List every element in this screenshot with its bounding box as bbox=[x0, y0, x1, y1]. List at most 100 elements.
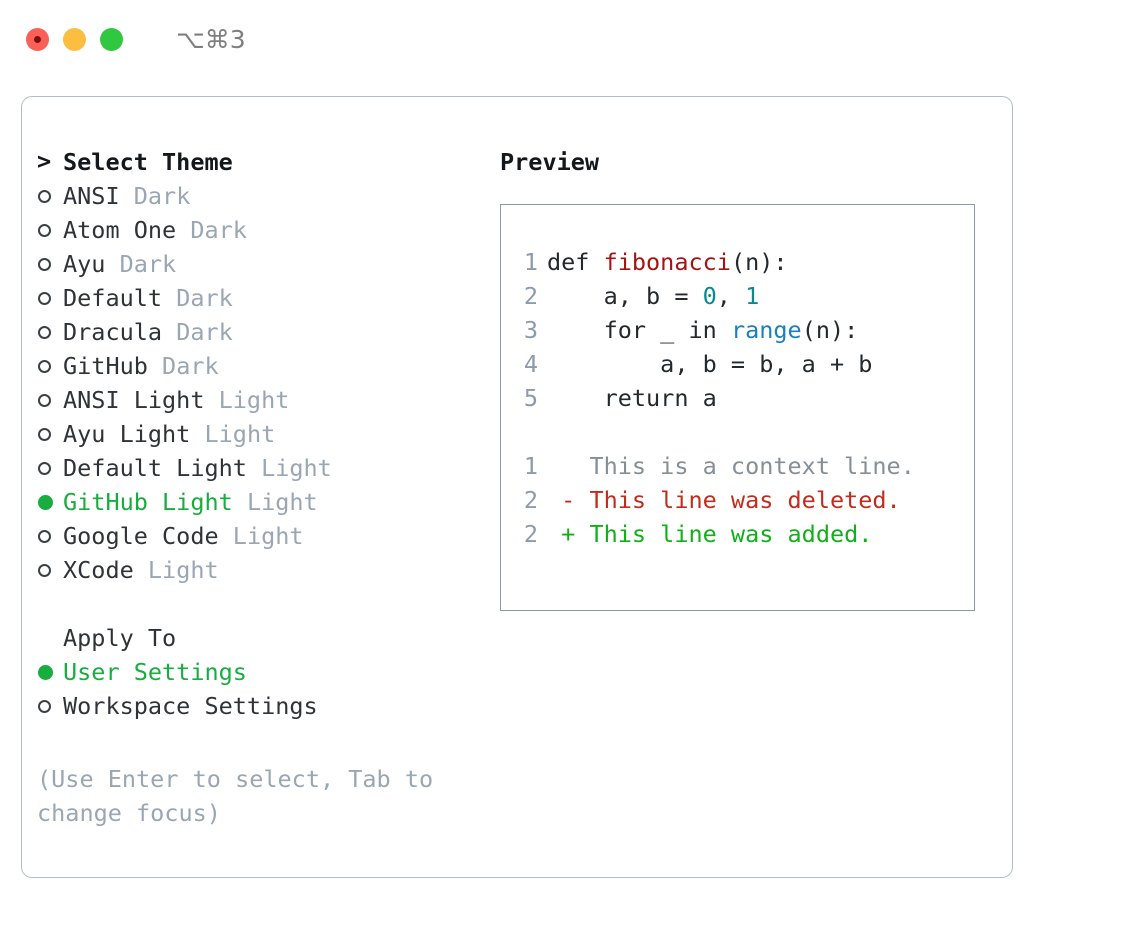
theme-option-atom-one[interactable]: Atom One Dark bbox=[37, 213, 477, 247]
label-badge-gap bbox=[120, 182, 134, 210]
theme-variant-badge: Dark bbox=[190, 216, 247, 244]
code-token: a, b = bbox=[547, 282, 703, 310]
apply-to-option-label: Workspace Settings bbox=[63, 692, 318, 720]
theme-variant-badge: Light bbox=[232, 522, 304, 550]
theme-variant-badge: Dark bbox=[176, 284, 233, 312]
theme-variant-badge: Light bbox=[261, 454, 332, 482]
theme-option-github-light[interactable]: GitHub Light Light bbox=[37, 485, 477, 519]
code-token: (n): bbox=[730, 248, 788, 276]
theme-option-label: Dracula bbox=[63, 318, 163, 346]
theme-option-github[interactable]: GitHub Dark bbox=[37, 349, 477, 383]
radio-unselected-icon bbox=[37, 354, 63, 378]
theme-variant-badge: Dark bbox=[162, 352, 219, 380]
radio-unselected-icon bbox=[37, 422, 63, 446]
code-token: fibonacci bbox=[603, 248, 731, 276]
window-shortcut-label: ⌥⌘3 bbox=[176, 24, 246, 54]
prompt-caret-icon: > bbox=[37, 147, 52, 176]
apply-to-option-workspace-settings[interactable]: Workspace Settings bbox=[37, 689, 477, 723]
radio-unselected-icon bbox=[37, 558, 63, 582]
minimize-button-icon[interactable] bbox=[63, 27, 86, 51]
code-line-number: 1 bbox=[523, 248, 538, 276]
radio-dot-icon bbox=[38, 190, 51, 204]
label-badge-gap bbox=[105, 250, 119, 278]
theme-variant-badge: Dark bbox=[176, 318, 233, 346]
close-button-icon[interactable] bbox=[26, 27, 49, 51]
diff-block: 1 This is a context line.2 - This line w… bbox=[501, 449, 974, 551]
code-token: (n): bbox=[801, 316, 859, 344]
theme-option-label: Atom One bbox=[63, 216, 177, 244]
title-bar: ⌥⌘3 bbox=[0, 0, 1140, 78]
label-badge-gap bbox=[219, 522, 233, 550]
code-line-number: 3 bbox=[523, 316, 538, 344]
code-diff-separator bbox=[501, 415, 974, 449]
theme-option-ansi[interactable]: ANSI Dark bbox=[37, 179, 477, 213]
diff-line: 2 - This line was deleted. bbox=[501, 483, 974, 517]
diff-line-text: + This line was added. bbox=[547, 520, 873, 548]
radio-dot-icon bbox=[38, 326, 51, 340]
theme-variant-badge: Dark bbox=[133, 182, 191, 210]
theme-option-ayu-light[interactable]: Ayu Light Light bbox=[37, 417, 477, 451]
theme-option-default-light[interactable]: Default Light Light bbox=[37, 451, 477, 485]
maximize-button-icon[interactable] bbox=[100, 27, 123, 51]
radio-unselected-icon bbox=[37, 218, 63, 242]
diff-line-number: 2 bbox=[523, 486, 538, 514]
radio-dot-icon bbox=[38, 360, 51, 374]
radio-dot-icon bbox=[38, 530, 51, 544]
code-line: 4 a, b = b, a + b bbox=[501, 347, 974, 381]
keyboard-hint-text: (Use Enter to select, Tab to change focu… bbox=[37, 765, 448, 827]
radio-selected-icon bbox=[37, 660, 63, 684]
theme-option-label: Default Light bbox=[63, 454, 247, 482]
code-line-number: 4 bbox=[523, 350, 538, 378]
label-badge-gap bbox=[148, 352, 162, 380]
radio-selected-icon bbox=[37, 490, 63, 514]
theme-option-ayu[interactable]: Ayu Dark bbox=[37, 247, 477, 281]
theme-option-google-code[interactable]: Google Code Light bbox=[37, 519, 477, 553]
radio-dot-icon bbox=[38, 394, 51, 408]
code-token: a, b = b, a + b bbox=[547, 350, 873, 378]
code-line: 1 def fibonacci(n): bbox=[501, 245, 974, 279]
label-badge-gap bbox=[176, 216, 190, 244]
theme-option-ansi-light[interactable]: ANSI Light Light bbox=[37, 383, 477, 417]
theme-option-label: ANSI Light bbox=[63, 386, 205, 414]
radio-dot-icon bbox=[38, 462, 51, 476]
theme-option-dracula[interactable]: Dracula Dark bbox=[37, 315, 477, 349]
code-token: , bbox=[716, 282, 746, 310]
theme-option-label: Ayu bbox=[63, 250, 106, 278]
label-badge-gap bbox=[233, 488, 247, 516]
theme-option-label: GitHub Light bbox=[63, 488, 233, 516]
theme-option-default[interactable]: Default Dark bbox=[37, 281, 477, 315]
code-token: def bbox=[547, 248, 604, 276]
radio-unselected-icon bbox=[37, 388, 63, 412]
radio-unselected-icon bbox=[37, 286, 63, 310]
label-badge-gap bbox=[162, 318, 176, 346]
radio-dot-icon bbox=[38, 564, 51, 578]
theme-option-label: Google Code bbox=[63, 522, 219, 550]
theme-option-label: Default bbox=[63, 284, 163, 312]
diff-line: 1 This is a context line. bbox=[501, 449, 974, 483]
theme-option-label: XCode bbox=[63, 556, 134, 584]
code-token: range bbox=[730, 316, 802, 344]
radio-dot-icon bbox=[38, 700, 51, 714]
theme-variant-badge: Light bbox=[147, 556, 219, 584]
label-badge-gap bbox=[247, 454, 261, 482]
code-token: 1 bbox=[745, 282, 760, 310]
theme-variant-badge: Light bbox=[218, 386, 290, 414]
diff-line-text: This is a context line. bbox=[547, 452, 915, 480]
theme-option-label: ANSI bbox=[63, 182, 120, 210]
theme-option-xcode[interactable]: XCode Light bbox=[37, 553, 477, 587]
radio-unselected-icon bbox=[37, 524, 63, 548]
apply-to-option-user-settings[interactable]: User Settings bbox=[37, 655, 477, 689]
apply-to-option-label: User Settings bbox=[63, 658, 247, 686]
radio-unselected-icon bbox=[37, 252, 63, 276]
diff-line-number: 2 bbox=[523, 520, 538, 548]
diff-line-number: 1 bbox=[523, 452, 538, 480]
code-line: 3 for _ in range(n): bbox=[501, 313, 974, 347]
theme-option-label: Ayu Light bbox=[63, 420, 191, 448]
theme-option-label: GitHub bbox=[63, 352, 148, 380]
